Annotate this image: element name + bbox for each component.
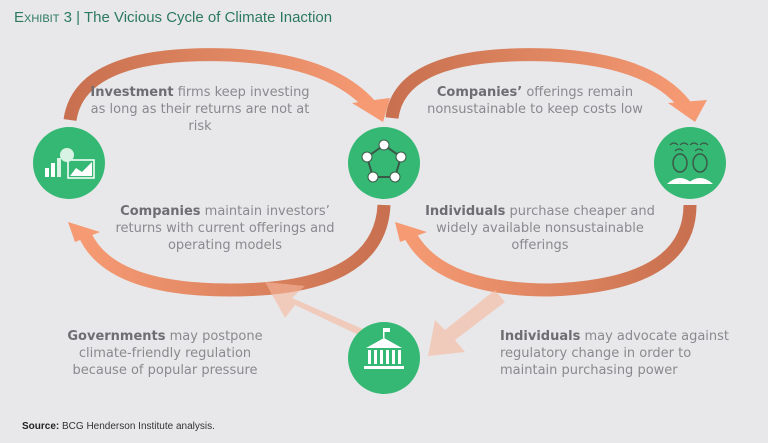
label-individuals-advocate: Individuals may advocate against regulat…: [500, 329, 730, 378]
title-text: The Vicious Cycle of Climate Inaction: [83, 9, 333, 26]
arrow-investment: [63, 48, 390, 122]
government-building-icon: [348, 322, 420, 394]
exhibit-title: Exhibit 3 | The Vicious Cycle of Climate…: [14, 9, 332, 26]
label-governments: Governments may postpone climate-friendl…: [67, 329, 263, 378]
exhibit-number: Exhibit 3: [14, 9, 72, 26]
title-separator: |: [76, 9, 81, 26]
label-companies-maintain: Companies maintain investors’ returns wi…: [115, 204, 335, 253]
label-companies-offerings: Companies’ offerings remain nonsustainab…: [427, 85, 643, 117]
arrow-companies-offerings: [385, 48, 707, 122]
arrow-individuals-advocate: [428, 290, 505, 356]
source-note: Source: BCG Henderson Institute analysis…: [22, 421, 215, 432]
label-investment: Investment firms keep investing as long …: [90, 85, 310, 134]
investment-charts-icon: [33, 127, 105, 199]
individuals-people-icon: [654, 127, 726, 199]
label-individuals-purchase: Individuals purchase cheaper and widely …: [425, 204, 655, 253]
arrow-individuals-purchase: [395, 204, 697, 297]
source-text: BCG Henderson Institute analysis.: [59, 421, 215, 432]
source-label: Source:: [22, 421, 60, 432]
arrow-companies-maintain: [68, 204, 391, 297]
arrow-governments: [265, 282, 380, 345]
company-network-icon: [348, 127, 420, 199]
